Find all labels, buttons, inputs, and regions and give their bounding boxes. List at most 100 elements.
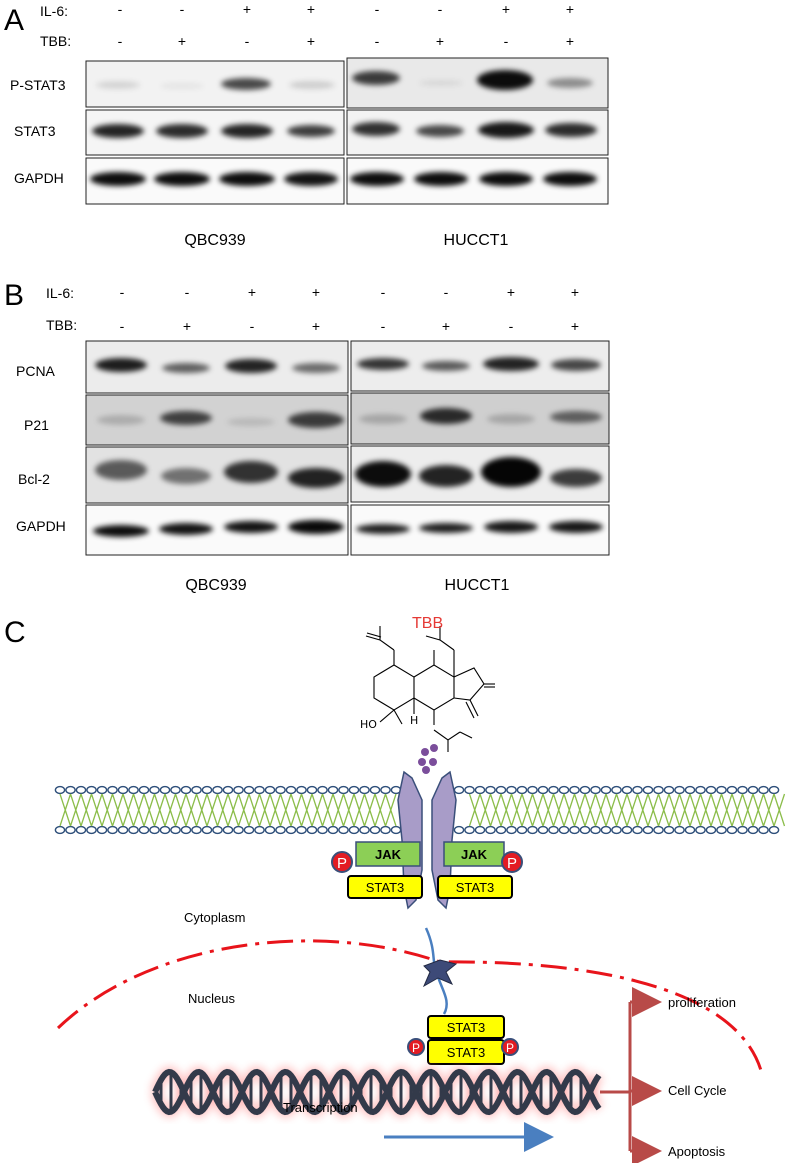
lipid-head-top <box>663 785 675 795</box>
row-label-p21: P21 <box>24 417 49 433</box>
stat3-box-left <box>347 875 423 899</box>
chem-bond <box>459 731 473 739</box>
lipid-head-top <box>149 785 160 795</box>
label-cytoplasm: Cytoplasm <box>184 910 245 925</box>
lipid-head-bottom <box>527 825 538 835</box>
lipid-head-bottom <box>642 825 654 835</box>
lipid-head-top <box>306 785 318 795</box>
blot-band <box>477 70 533 90</box>
lipid-head-bottom <box>222 825 234 835</box>
lipid-head-bottom <box>243 825 255 835</box>
lipid-head-bottom <box>201 825 213 835</box>
lipid-head-top <box>264 785 276 795</box>
panel-a: A IL-6: TBB: - - + + - - + + - + - + - +… <box>4 1 609 249</box>
tbb-sign: + <box>183 318 191 334</box>
lipid-head-top <box>495 785 507 795</box>
chem-bond <box>465 701 475 719</box>
il6-sign: - <box>185 284 190 300</box>
blot-band <box>479 172 533 186</box>
blot-band <box>484 521 538 533</box>
cell-line-hucct1: HUCCT1 <box>444 232 509 249</box>
blot-band <box>422 361 470 371</box>
ligand-dot <box>429 758 437 766</box>
phospho-label-left: P <box>337 855 347 872</box>
lipid-head-bottom <box>653 825 664 835</box>
lipid-head-bottom <box>758 825 769 835</box>
blot-band <box>221 78 271 90</box>
lipid-head-bottom <box>117 825 129 835</box>
lipid-head-top <box>233 785 244 795</box>
tbb-sign: + <box>566 33 574 49</box>
lipid-head-top <box>359 785 370 795</box>
lipid-head-bottom <box>611 825 622 835</box>
lipid-head-bottom <box>516 825 528 835</box>
lipid-head-top <box>222 785 234 795</box>
lipid-head-top <box>107 785 118 795</box>
cell-membrane <box>54 785 786 835</box>
cell-line-qbc939-b: QBC939 <box>185 577 246 594</box>
lipid-head-bottom <box>54 825 66 835</box>
dna-helix <box>149 1065 604 1119</box>
phospho-label-right: P <box>507 855 517 872</box>
ligand-dot <box>430 744 438 752</box>
blot-band <box>414 172 468 186</box>
tbb-sign: + <box>442 318 450 334</box>
nuclear-envelope <box>56 939 764 1075</box>
il6-sign: - <box>120 284 125 300</box>
cell-line-qbc939: QBC939 <box>184 232 245 249</box>
il6-sign: + <box>307 1 315 17</box>
panel-b: B IL-6: TBB: - - + + - - + + - + - + - +… <box>4 279 610 594</box>
stat3-box-right <box>437 875 513 899</box>
phospho-circle-right <box>501 851 523 873</box>
blot-band <box>95 460 147 480</box>
lipid-head-bottom <box>327 825 339 835</box>
chem-bond <box>413 664 455 711</box>
tbb-sign: - <box>118 33 123 49</box>
lipid-head-bottom <box>726 825 738 835</box>
lipid-head-top <box>579 785 591 795</box>
il6-receptor <box>397 770 457 910</box>
lipid-head-top <box>632 785 643 795</box>
label-transcription: Transcription <box>283 1100 358 1115</box>
lipid-head-bottom <box>390 825 402 835</box>
cell-line-hucct1-b: HUCCT1 <box>445 577 510 594</box>
blot-band <box>288 468 344 488</box>
lipid-head-bottom <box>453 825 465 835</box>
lipid-head-bottom <box>369 825 381 835</box>
tbb-sign: + <box>307 33 315 49</box>
lipid-head-top <box>338 785 349 795</box>
tbb-sign: + <box>436 33 444 49</box>
lipid-head-bottom <box>684 825 696 835</box>
blot-band <box>356 524 410 534</box>
blot-band <box>419 465 473 487</box>
blot-band <box>350 172 404 186</box>
outcome-apoptosis: Apoptosis <box>668 1144 726 1159</box>
blot-band <box>419 523 473 533</box>
lipid-head-top <box>54 785 66 795</box>
lipid-head-bottom <box>96 825 108 835</box>
il6-sign: + <box>571 284 579 300</box>
lipid-head-bottom <box>464 825 475 835</box>
blot-band <box>420 408 472 424</box>
tbb-sign: - <box>504 33 509 49</box>
stat3-dimer: STAT3 STAT3 P P <box>407 1015 519 1065</box>
panel-c-letter: C <box>4 616 26 649</box>
chem-bond <box>433 729 461 741</box>
lipid-head-bottom <box>285 825 297 835</box>
lipid-head-top <box>611 785 622 795</box>
lipid-head-bottom <box>191 825 202 835</box>
blot-band <box>289 81 335 89</box>
tbb-sign: - <box>509 318 514 334</box>
lipid-head-top <box>128 785 139 795</box>
lipid-head-bottom <box>747 825 759 835</box>
blot-band <box>483 357 539 371</box>
tbb-sign: - <box>381 318 386 334</box>
lipid-head-top <box>642 785 654 795</box>
lipid-head-top <box>170 785 181 795</box>
lipid-head-top <box>537 785 549 795</box>
lipid-head-bottom <box>233 825 244 835</box>
tbb-sign: - <box>120 318 125 334</box>
lipid-head-top <box>327 785 339 795</box>
jak-box-right <box>443 841 505 867</box>
blot-band <box>159 523 213 535</box>
